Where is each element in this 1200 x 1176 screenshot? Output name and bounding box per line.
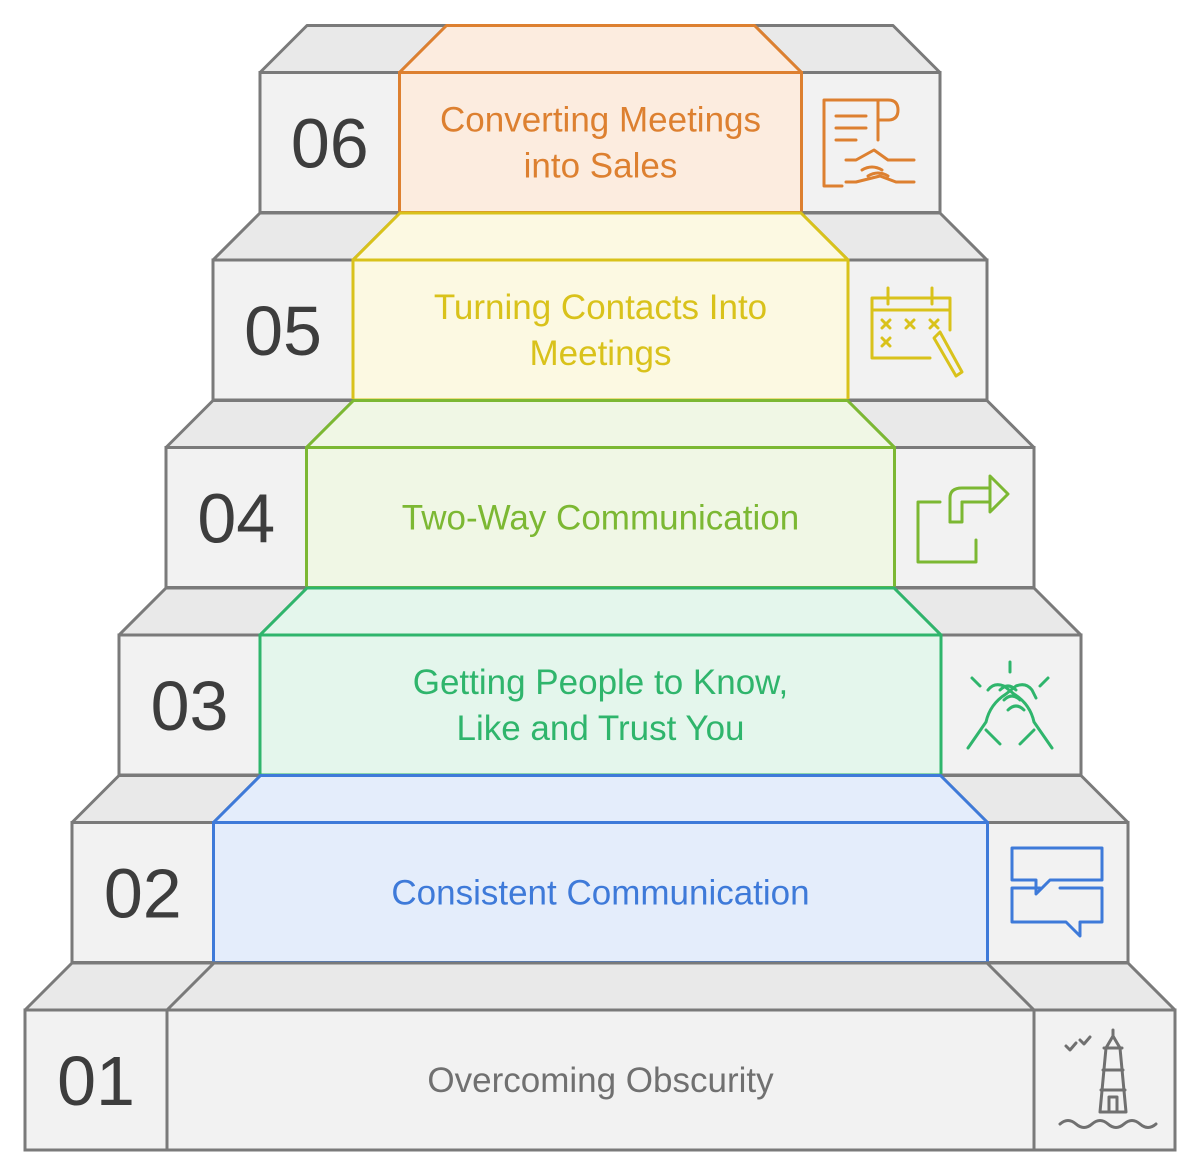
step-03: 03 Getting People to Know, Like and Trust … bbox=[117, 586, 1083, 777]
step-number: 05 bbox=[244, 292, 322, 370]
step-number: 06 bbox=[291, 105, 369, 183]
step-label-line: Meetings bbox=[529, 334, 671, 373]
step-label-line: Converting Meetings bbox=[440, 101, 761, 140]
handshake-icon bbox=[966, 660, 1054, 750]
contract-handshake-icon bbox=[822, 98, 916, 188]
step-label-line: Consistent Communication bbox=[391, 874, 809, 913]
chat-bubbles-icon bbox=[1010, 846, 1104, 938]
step-label-line: Overcoming Obscurity bbox=[427, 1061, 774, 1100]
share-arrow-icon bbox=[916, 474, 1010, 564]
step-01: 01 Overcoming Obscurity bbox=[23, 961, 1177, 1152]
step-number: 03 bbox=[151, 667, 229, 745]
lighthouse-icon bbox=[1058, 1028, 1158, 1129]
step-02: 02 Consistent Communication bbox=[70, 774, 1130, 964]
step-label-line: Turning Contacts Into bbox=[434, 288, 767, 327]
calendar-pen-icon bbox=[870, 286, 964, 378]
step-06: 06 Converting Meetings into Sales bbox=[258, 24, 942, 214]
step-number: 01 bbox=[57, 1042, 135, 1120]
step-label-line: Two-Way Communication bbox=[402, 499, 799, 538]
step-number: 04 bbox=[197, 480, 275, 558]
step-04: 04 Two-Way Communication bbox=[164, 399, 1036, 589]
step-label-line: Like and Trust You bbox=[457, 709, 745, 748]
step-label-line: into Sales bbox=[524, 147, 678, 186]
step-label-line: Getting People to Know, bbox=[413, 663, 789, 702]
step-number: 02 bbox=[104, 855, 182, 933]
